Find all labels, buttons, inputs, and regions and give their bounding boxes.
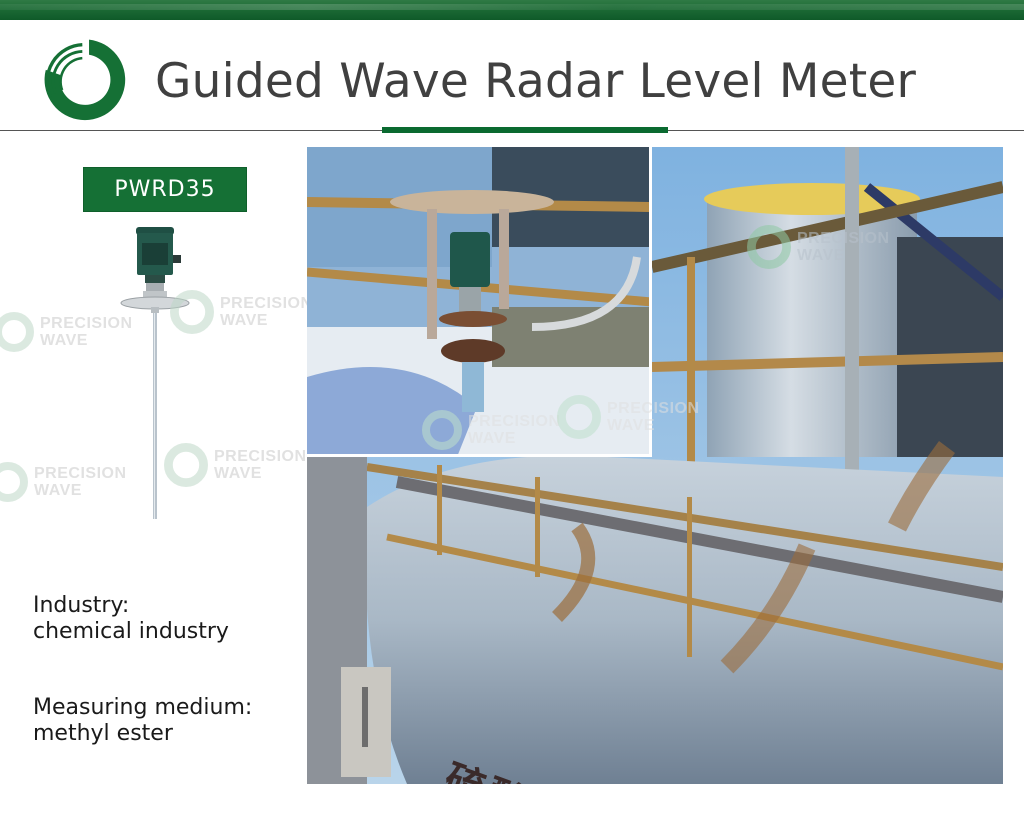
page-title: Guided Wave Radar Level Meter bbox=[155, 54, 916, 109]
precision-wave-logo-icon bbox=[44, 39, 126, 121]
medium-label: Measuring medium: bbox=[33, 695, 253, 720]
header-divider-accent bbox=[382, 127, 668, 133]
radar-level-meter-image bbox=[120, 227, 190, 519]
storage-tank-photo bbox=[307, 147, 1003, 784]
industry-label: Industry: bbox=[33, 593, 130, 618]
header-top-band bbox=[0, 0, 1024, 20]
industry-info: Industry: chemical industry bbox=[33, 593, 229, 645]
installed-meter-photo bbox=[307, 147, 652, 457]
medium-info: Measuring medium: methyl ester bbox=[33, 695, 252, 747]
model-badge: PWRD35 bbox=[83, 167, 247, 212]
industry-value: chemical industry bbox=[33, 619, 229, 644]
medium-value: methyl ester bbox=[33, 721, 173, 746]
